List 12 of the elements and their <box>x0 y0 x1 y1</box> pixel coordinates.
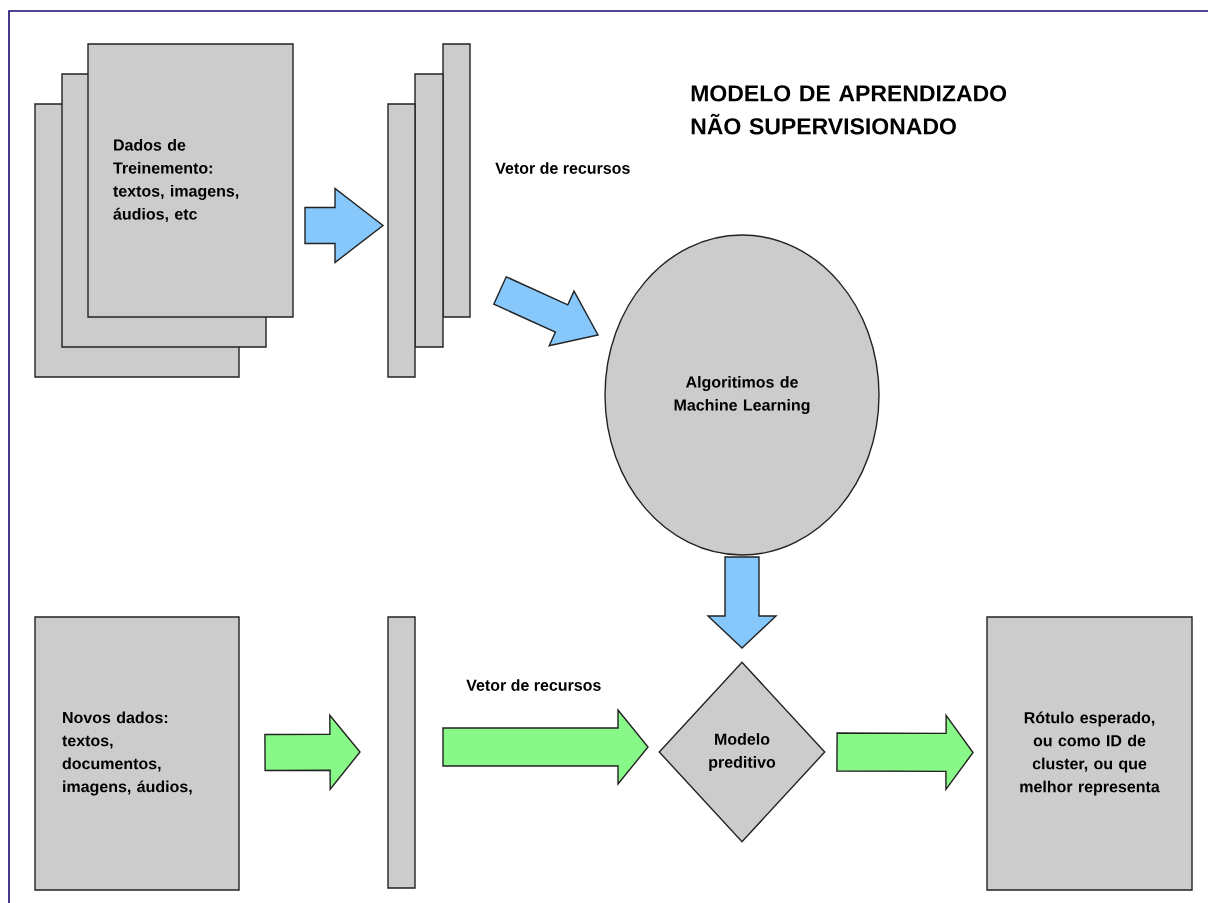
result-box: Rótulo esperado, ou como ID de cluster, ou que melhor representa <box>986 616 1193 891</box>
edge-label: Vetor de recursos <box>465 678 603 692</box>
block-arrow <box>304 187 385 264</box>
vector-bar <box>387 616 416 889</box>
document-box: Novos dados: textos, documentos, imagens, áudios, <box>34 616 240 891</box>
block-arrow <box>442 708 649 786</box>
block-arrow <box>706 556 778 649</box>
block-arrow <box>264 713 361 792</box>
node-caption: Vetor de recursos <box>495 162 630 174</box>
document-stack: Dados de Treinemento: textos, imagens, áudios, etc <box>34 43 294 378</box>
block-arrow <box>836 713 974 792</box>
title: MODELO DE APRENDIZADO NÃO SUPERVISIONADO <box>691 85 1007 135</box>
